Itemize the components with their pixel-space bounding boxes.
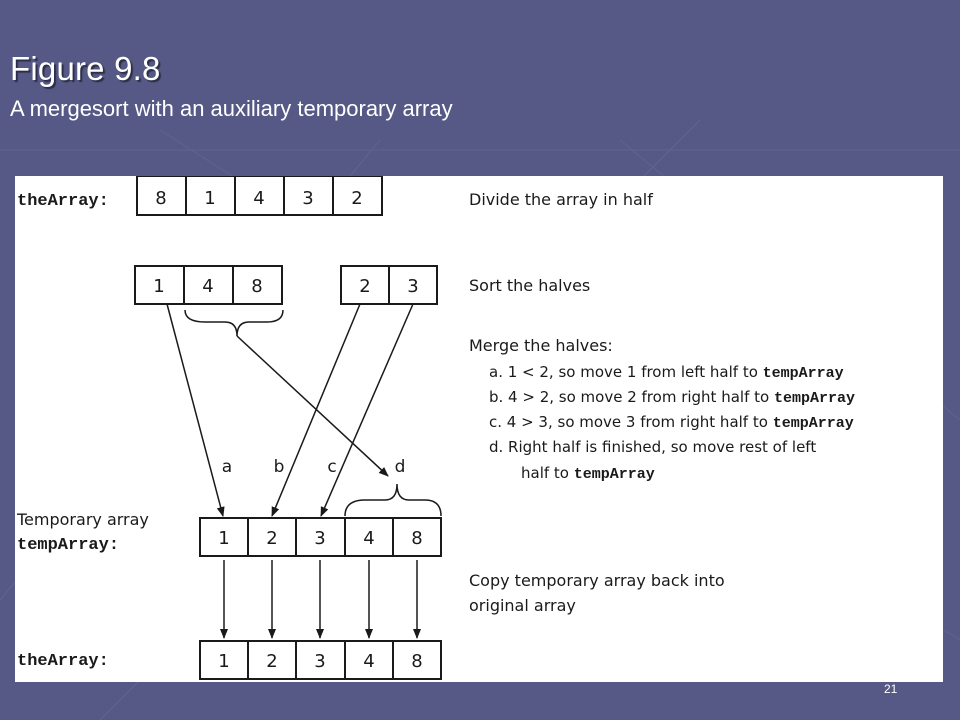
right-half-array: 2 3: [340, 265, 438, 305]
array-cell: 4: [202, 276, 213, 297]
step-divide: Divide the array in half: [469, 190, 653, 209]
step-merge-heading: Merge the halves:: [469, 336, 613, 355]
array-cell: 2: [266, 528, 277, 549]
array-cell: 1: [218, 528, 229, 549]
arrow-a: [166, 303, 225, 517]
arrow-d: [236, 335, 389, 477]
array-cell: 4: [363, 651, 374, 672]
array-cell: 2: [351, 188, 362, 209]
step-merge-d-line-2: half to tempArray: [521, 464, 655, 483]
arrow-c: [320, 303, 414, 517]
array-cell: 1: [218, 651, 229, 672]
the-array-label-bottom: theArray:: [17, 652, 109, 671]
page-number: 21: [884, 682, 898, 696]
final-array: 1 2 3 4 8: [199, 640, 442, 680]
arrow-label-d: d: [395, 457, 406, 477]
array-cell: 4: [363, 528, 374, 549]
copy-back-arrows: [220, 560, 421, 639]
mergesort-diagram: theArray: Temporary array tempArray: the…: [16, 176, 855, 680]
temporary-array-label: Temporary array: [16, 510, 149, 529]
step-merge-b: b. 4 > 2, so move 2 from right half to t…: [489, 388, 855, 407]
step-merge-c: c. 4 > 3, so move 3 from right half to t…: [489, 413, 854, 432]
array-cell: 4: [253, 188, 264, 209]
array-cell: 1: [204, 188, 215, 209]
left-half-array: 1 4 8: [134, 265, 283, 305]
array-cell: 3: [302, 188, 313, 209]
array-cell: 3: [314, 651, 325, 672]
the-array-label-top: theArray:: [17, 192, 109, 211]
array-cell: 3: [407, 276, 418, 297]
slide-subtitle: A mergesort with an auxiliary temporary …: [10, 96, 453, 121]
step-merge-a-code: tempArray: [763, 365, 844, 382]
temp-array: 1 2 3 4 8: [199, 517, 442, 557]
step-sort: Sort the halves: [469, 276, 590, 295]
step-copy-line-1: Copy temporary array back into: [469, 571, 725, 590]
array-cell: 2: [266, 651, 277, 672]
initial-array: 8 1 4 3 2: [136, 176, 383, 216]
step-merge-a-text: a. 1 < 2, so move 1 from left half to: [489, 363, 763, 381]
array-cell: 2: [359, 276, 370, 297]
array-cell: 3: [314, 528, 325, 549]
array-cell: 8: [411, 528, 422, 549]
temp-remainder-brace: [344, 483, 442, 517]
step-merge-b-code: tempArray: [774, 390, 855, 407]
step-merge-c-text: c. 4 > 3, so move 3 from right half to: [489, 413, 773, 431]
step-merge-c-code: tempArray: [773, 415, 854, 432]
step-copy-line-2: original array: [469, 596, 576, 615]
left-remainder-brace: [184, 309, 284, 337]
arrow-label-a: a: [222, 457, 232, 477]
array-cell: 8: [155, 188, 166, 209]
array-cell: 1: [153, 276, 164, 297]
step-merge-b-text: b. 4 > 2, so move 2 from right half to: [489, 388, 774, 406]
mergesort-figure: theArray: Temporary array tempArray: the…: [15, 176, 943, 682]
arrow-label-c: c: [327, 457, 336, 477]
step-merge-d-text: half to: [521, 464, 574, 482]
array-cell: 8: [411, 651, 422, 672]
arrow-label-b: b: [274, 457, 285, 477]
step-merge-d-code: tempArray: [574, 466, 655, 483]
array-cell: 8: [251, 276, 262, 297]
temp-array-code-label: tempArray:: [17, 536, 119, 555]
step-merge-a: a. 1 < 2, so move 1 from left half to te…: [489, 363, 844, 382]
step-merge-d-line-1: d. Right half is finished, so move rest …: [489, 438, 816, 456]
slide-title: Figure 9.8: [10, 50, 161, 87]
